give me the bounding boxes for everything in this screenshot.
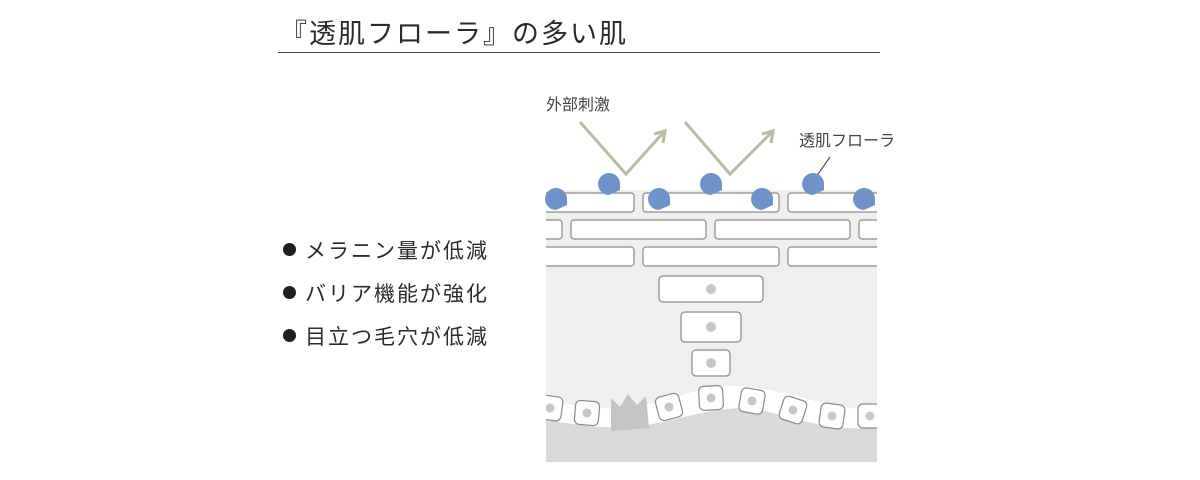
- spinous-cell: [680, 311, 742, 343]
- flora-label: 透肌フローラ: [799, 131, 895, 150]
- bullet-icon: [283, 329, 296, 342]
- title-divider: [278, 52, 880, 53]
- benefit-list: メラニン量が低減 バリア機能が強化 目立つ毛穴が低減: [283, 228, 489, 357]
- spinous-cell-small: [691, 349, 731, 377]
- deflected-arrow-left: [578, 121, 665, 177]
- skin-section: [546, 190, 877, 462]
- bullet-icon: [283, 243, 296, 256]
- external-stimulus-label: 外部刺激: [546, 95, 610, 114]
- stratum-corneum-row-3: [546, 246, 877, 267]
- basal-cells: [546, 385, 877, 430]
- arrowhead-right: [761, 128, 775, 144]
- benefit-text: 目立つ毛穴が低減: [305, 324, 489, 349]
- bacterium-icon: [648, 188, 671, 210]
- benefit-item: メラニン量が低減: [283, 228, 489, 271]
- benefit-text: メラニン量が低減: [305, 238, 489, 263]
- bacterium-icon: [802, 173, 825, 195]
- stratum-corneum-row-2: [546, 219, 877, 240]
- external-stimulus-arrows: [578, 121, 775, 177]
- benefit-item: バリア機能が強化: [283, 271, 489, 314]
- flora-bacteria: [545, 173, 876, 210]
- benefit-text: バリア機能が強化: [305, 281, 489, 306]
- granular-cell: [658, 275, 764, 303]
- stratum-corneum-row-1: [546, 192, 877, 213]
- melanocyte-shape: [611, 394, 649, 431]
- arrowhead-left: [653, 128, 667, 144]
- bacterium-icon: [545, 188, 568, 210]
- page-title: 『透肌フローラ』の多い肌: [280, 19, 628, 50]
- bacterium-icon: [700, 173, 723, 195]
- bacterium-icon: [853, 188, 876, 210]
- bacterium-icon: [598, 173, 621, 195]
- benefit-item: 目立つ毛穴が低減: [283, 314, 489, 357]
- bacterium-icon: [751, 188, 774, 210]
- bullet-icon: [283, 286, 296, 299]
- deflected-arrow-right: [683, 121, 773, 177]
